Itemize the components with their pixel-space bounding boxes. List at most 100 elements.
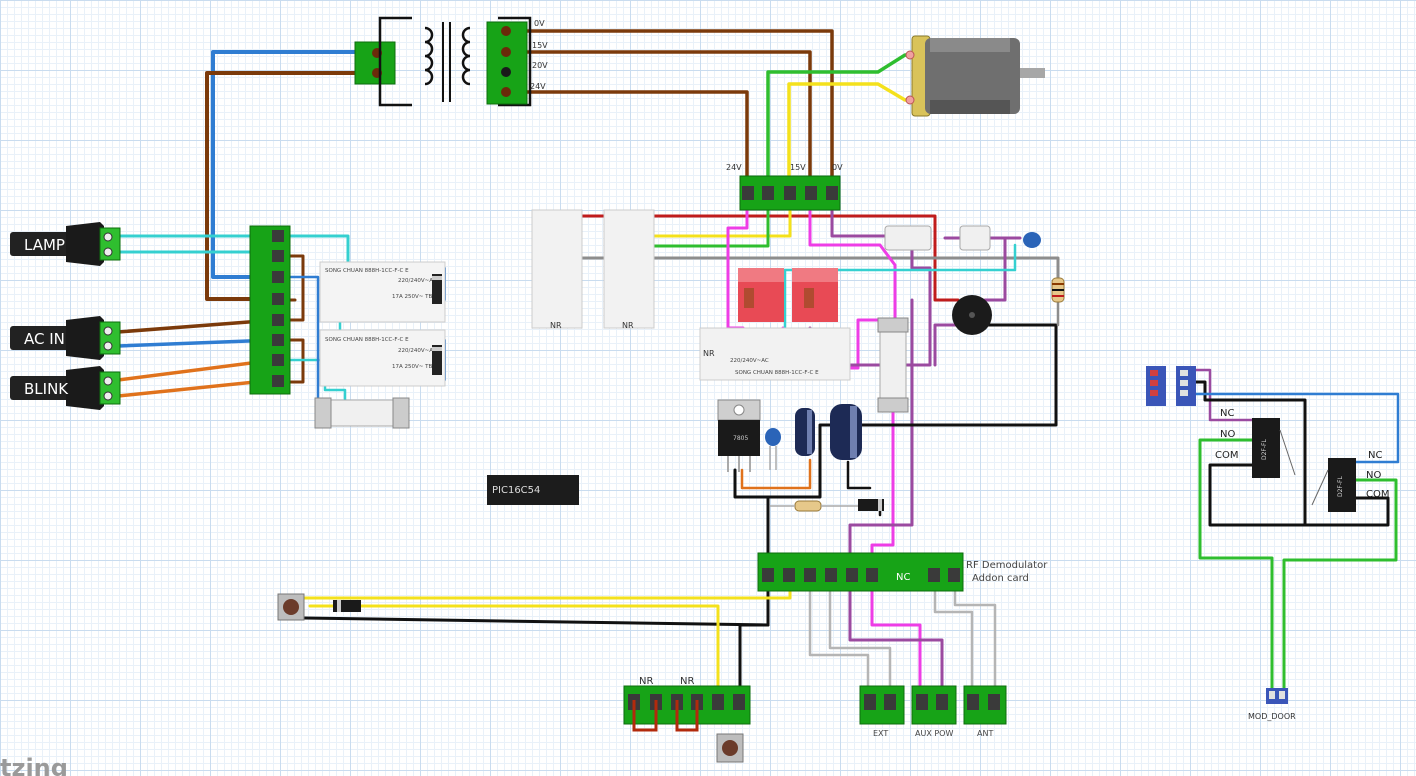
main-block-pin xyxy=(272,230,284,242)
relay-vertical-2[interactable]: NR xyxy=(603,209,655,330)
resistor-mid[interactable] xyxy=(770,500,858,512)
main-terminal-block[interactable] xyxy=(249,225,291,395)
header-aux-pin xyxy=(916,694,928,710)
trimpot-1-wiper xyxy=(744,288,754,308)
relay-left-2[interactable]: SONG CHUAN 888H-1CC-F-C E 220/240V~AC 17… xyxy=(319,329,446,387)
wire-brown-15v xyxy=(512,50,812,192)
door-connector-right[interactable] xyxy=(1176,366,1196,406)
trimpot-2-wiper xyxy=(804,288,814,308)
trimpot-1[interactable] xyxy=(738,268,784,322)
main-block-pin xyxy=(272,250,284,262)
header-label-15v: 15V xyxy=(790,163,806,172)
motor-terminal xyxy=(905,95,915,105)
voltage-regulator[interactable]: 7805 xyxy=(717,399,761,472)
diode-bottom[interactable] xyxy=(333,600,361,612)
fuse-vertical-cap xyxy=(877,397,909,413)
motor-header-pin xyxy=(784,186,796,200)
header-nr[interactable]: NR NR xyxy=(623,676,751,732)
door-conn-left-pin xyxy=(1150,390,1158,396)
wire-grey-ext-2 xyxy=(828,580,892,692)
ceramic-capacitor-mid[interactable] xyxy=(765,428,781,470)
fuse-top-2[interactable] xyxy=(959,225,991,251)
jack-lamp-screw xyxy=(103,247,113,257)
buzzer[interactable] xyxy=(952,295,992,335)
relay-vertical-1-label: NR xyxy=(550,321,562,330)
header-nr-loop xyxy=(675,700,699,732)
transformer-coil-right xyxy=(461,26,471,86)
mod-door-connector[interactable]: MOD_DOOR xyxy=(1248,688,1296,721)
rf-pin xyxy=(762,568,774,582)
wire-black-door-1 xyxy=(1193,380,1307,527)
diode-mid[interactable] xyxy=(858,499,884,511)
wire-grey-ant-2 xyxy=(953,580,997,692)
fuse-top-1[interactable] xyxy=(884,225,932,251)
header-ext[interactable]: EXT xyxy=(859,685,905,738)
main-block-pin xyxy=(272,314,284,326)
microcontroller[interactable]: PIC16C54 xyxy=(487,475,579,505)
buzzer-hole xyxy=(969,312,975,318)
jack-lamp-plug xyxy=(10,232,72,256)
main-block-pin xyxy=(272,293,284,305)
trimpot-2[interactable] xyxy=(792,268,838,322)
header-ext-pin xyxy=(864,694,876,710)
wire-cyan-lamp-1 xyxy=(116,234,350,298)
relay-left-1[interactable]: SONG CHUAN 888H-1CC-F-C E 220/240V~AC 17… xyxy=(319,261,446,323)
header-label-0v: 0V xyxy=(832,163,843,172)
motor-header-pin xyxy=(742,186,754,200)
resistor-top[interactable] xyxy=(1051,277,1065,303)
door-conn-right-pin xyxy=(1180,380,1188,386)
relay-vertical-1[interactable]: NR xyxy=(531,209,583,330)
fuse-left[interactable] xyxy=(314,397,410,429)
transformer-coil-left xyxy=(424,26,434,86)
header-aux-pow[interactable]: AUX POW xyxy=(911,685,957,738)
rf-card-header[interactable]: NC RF Demodulator Addon card xyxy=(757,552,1048,592)
wire-black-3 xyxy=(738,623,770,702)
rf-pin xyxy=(825,568,837,582)
electrolytic-capacitor-large[interactable] xyxy=(830,404,862,460)
relay-left-2-body xyxy=(319,329,446,387)
door-conn-right-pin xyxy=(1180,370,1188,376)
regulator-tab-hole xyxy=(733,404,745,416)
header-ant[interactable]: ANT xyxy=(963,685,1007,738)
wire-green-relay xyxy=(612,208,770,248)
brand-watermark: tzing xyxy=(0,754,68,776)
wire-green-door-1 xyxy=(1198,438,1274,692)
ecap-small-stripe xyxy=(807,410,812,454)
micro-switch-1-nc: NC xyxy=(1220,408,1234,419)
wire-yellow-button-2 xyxy=(308,604,720,702)
jack-lamp-body xyxy=(66,222,104,266)
jack-lamp[interactable]: LAMP xyxy=(10,222,121,266)
rf-nc-label: NC xyxy=(896,572,910,583)
diode-bottom-band xyxy=(337,600,341,612)
push-button-1[interactable] xyxy=(277,593,305,621)
wire-orange-blink-1 xyxy=(116,358,277,382)
jack-blink-plug xyxy=(10,376,72,400)
ic-body xyxy=(487,475,579,505)
relay-left-2-diode xyxy=(432,345,442,375)
push-button-2-cap xyxy=(722,740,738,756)
wire-black-1 xyxy=(733,323,1058,499)
electrolytic-capacitor-small[interactable] xyxy=(795,408,815,456)
micro-switch-1-no: NO xyxy=(1220,429,1235,440)
dc-motor[interactable] xyxy=(905,35,1045,117)
header-nr1-label: NR xyxy=(639,676,653,687)
motor-header[interactable]: 24V 15V 0V xyxy=(726,163,843,211)
push-button-2[interactable] xyxy=(716,733,744,763)
jack-ac-in[interactable]: AC IN xyxy=(10,316,121,360)
fuse-left-cap xyxy=(392,397,410,429)
micro-switch-1[interactable]: D2F-FL NC NO COM xyxy=(1215,408,1296,478)
jack-blink[interactable]: BLINK xyxy=(10,366,121,410)
fuse-vertical[interactable] xyxy=(877,317,909,413)
ic-label: PIC16C54 xyxy=(492,485,540,496)
micro-switch-2[interactable]: D2F-FL NC NO COM xyxy=(1311,450,1389,512)
jack-lamp-screw xyxy=(103,232,113,242)
door-connector-left[interactable] xyxy=(1146,366,1166,406)
relay-horizontal[interactable]: SONG CHUAN 888H-1CC-F-C E 220/240V~AC NR xyxy=(699,327,851,381)
transformer-body xyxy=(378,16,532,107)
resistor-band xyxy=(1052,295,1064,297)
relay-left-2-line3: 17A 250V~ TBS xyxy=(392,364,436,370)
primary-terminal[interactable] xyxy=(354,41,396,85)
ceramic-capacitor-top[interactable] xyxy=(1023,232,1041,248)
wire-yellow-button xyxy=(302,580,792,600)
